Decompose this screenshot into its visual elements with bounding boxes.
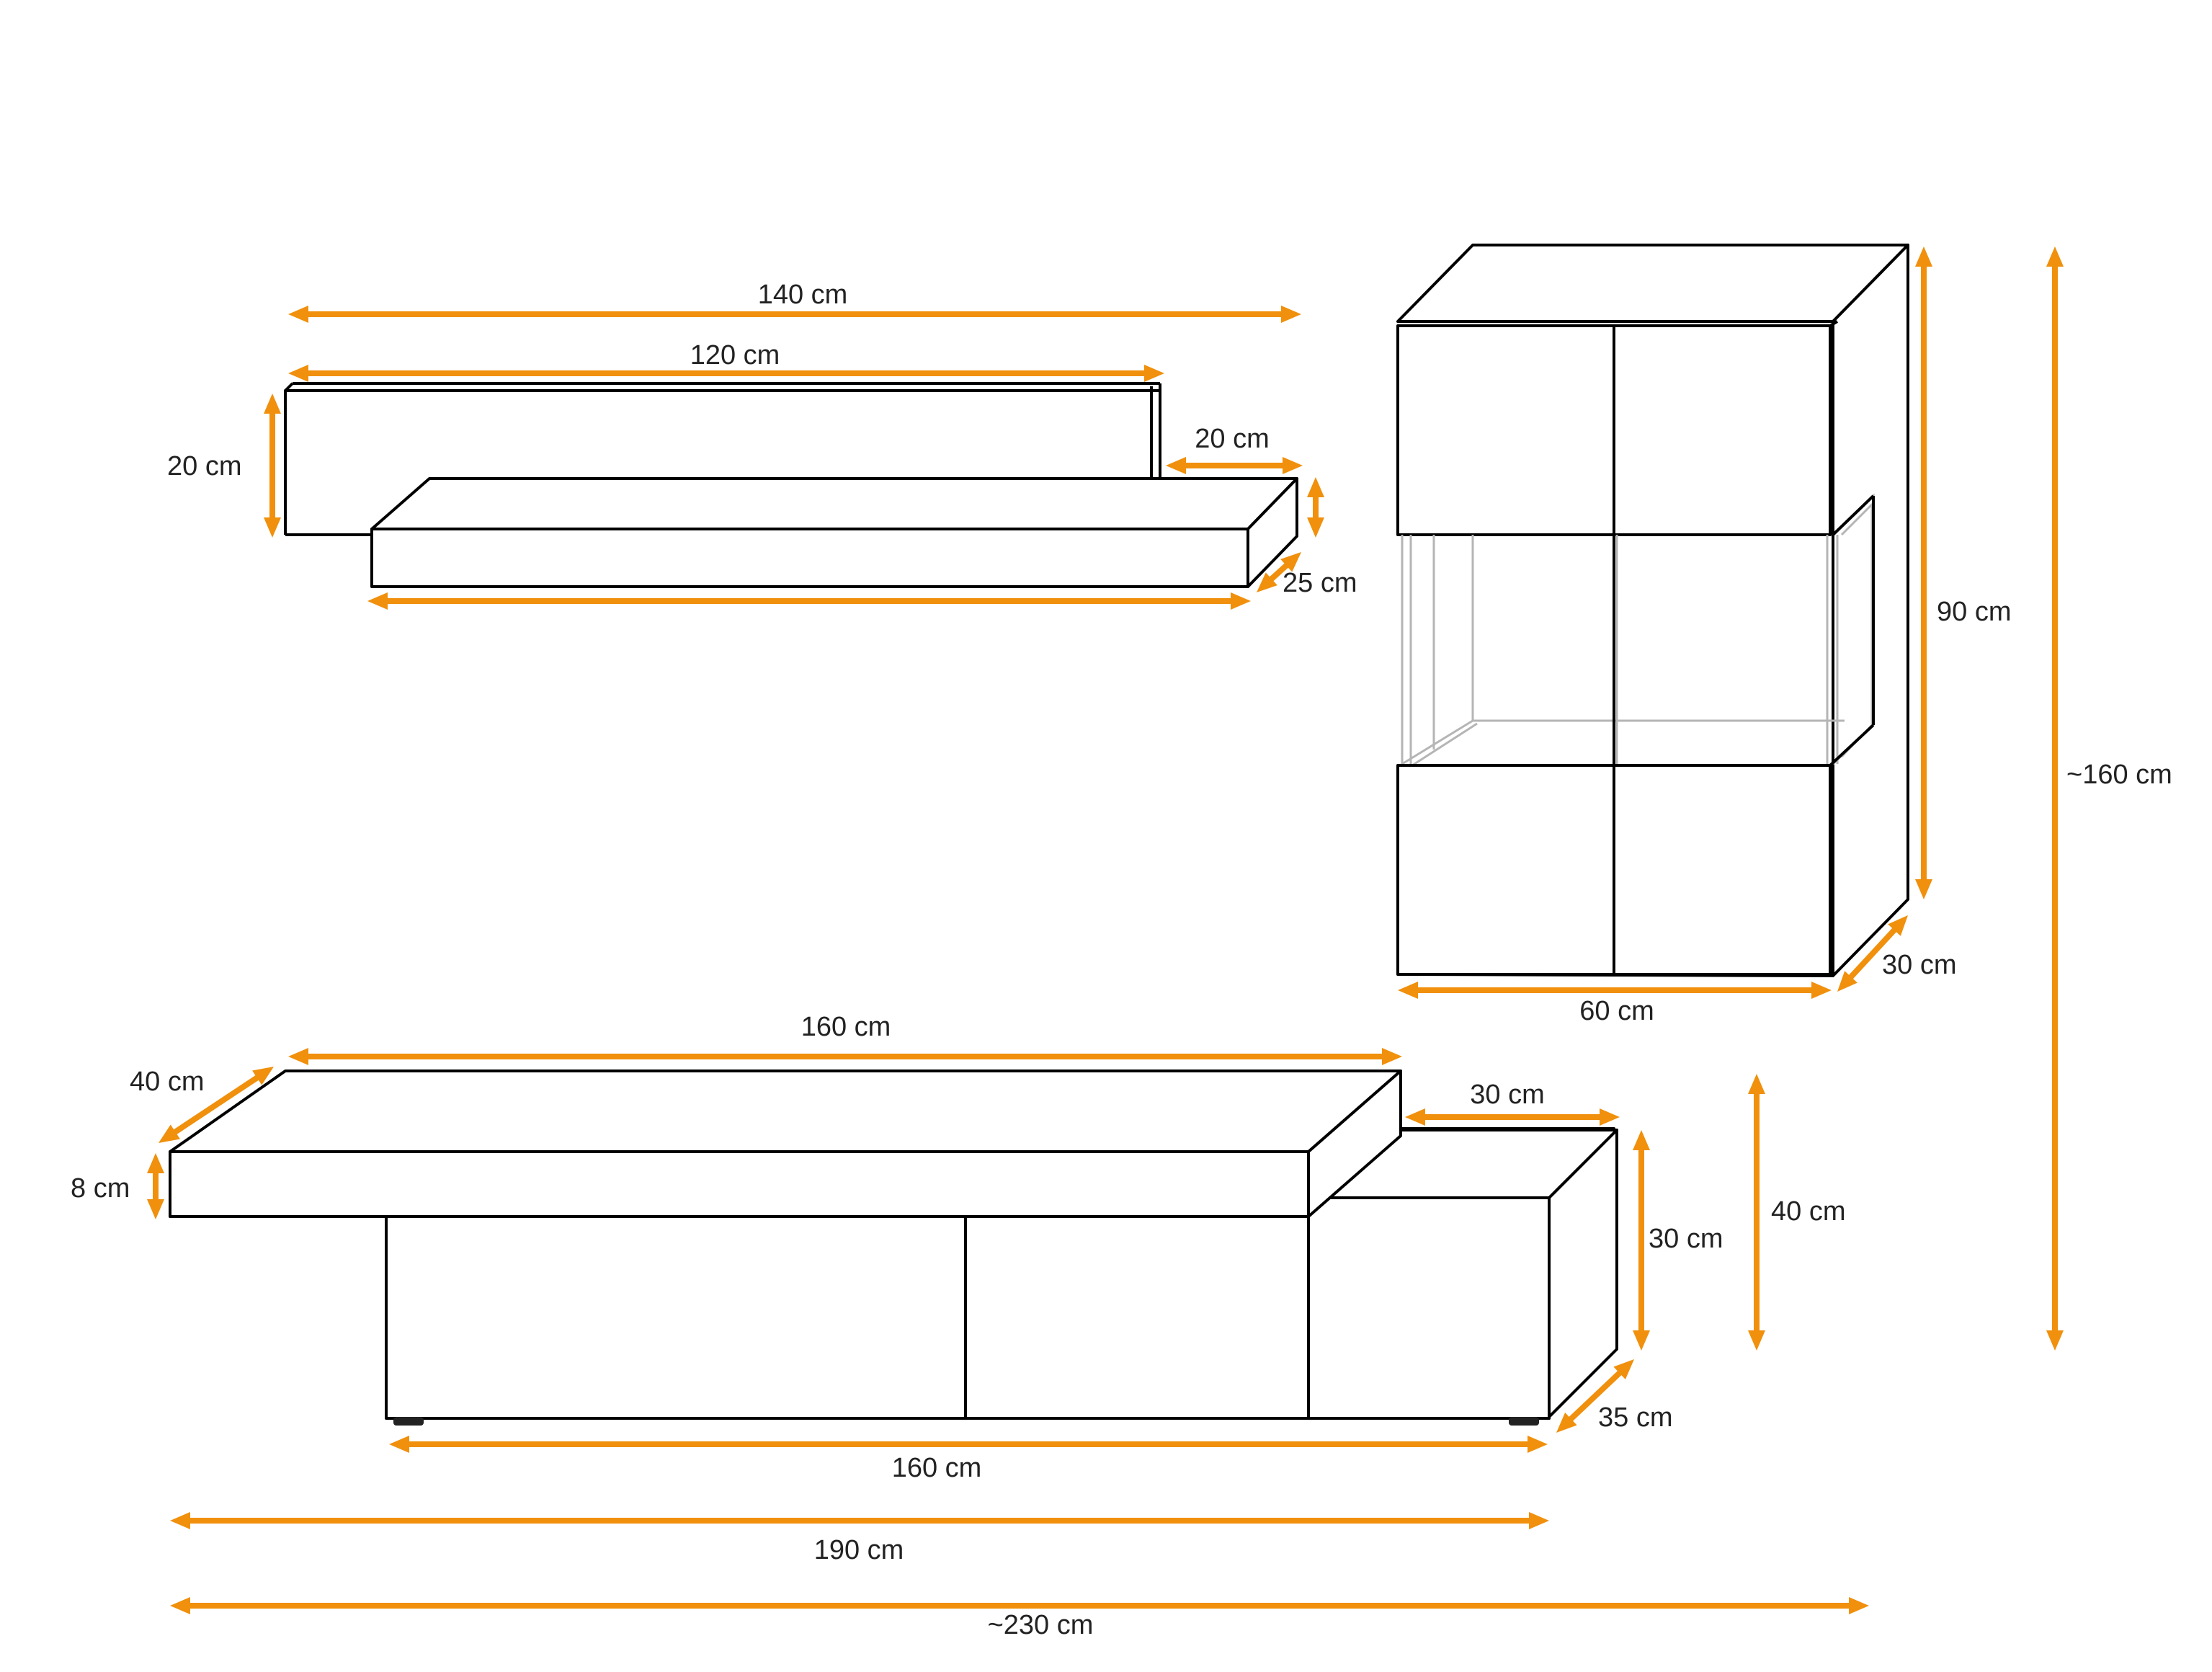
arrow-shelf-board-thickness [1307,477,1324,538]
arrow-shelf-overall-width [288,306,1301,323]
label-side-width: 30 cm [1470,1080,1544,1110]
label-shelf-height: 20 cm [167,451,241,481]
arrow-shelf-depth [1257,552,1301,592]
arrow-top-depth [159,1067,274,1143]
arrow-total-height [2046,246,2064,1351]
arrow-cabinet-depth [1837,915,1908,992]
wall-shelf-front-board [370,477,1298,588]
label-top-width: 160 cm [801,1012,891,1042]
lowboard [169,1070,1618,1426]
label-lowboard-depth: 35 cm [1598,1402,1672,1433]
label-combined-width: 190 cm [814,1535,904,1565]
label-side-height: 30 cm [1649,1224,1723,1254]
label-shelf-depth: 25 cm [1283,568,1357,598]
arrow-side-height [1633,1130,1650,1351]
arrow-side-width [1405,1108,1620,1126]
arrow-total-width [170,1597,1869,1614]
arrow-shelf-front-width [367,592,1251,610]
label-top-thickness: 8 cm [71,1173,130,1204]
dimension-arrows [147,246,2064,1614]
label-base-width: 160 cm [892,1453,982,1483]
arrow-combined-width [170,1512,1549,1529]
cabinet-glass-section [1401,493,1875,767]
arrow-base-width [389,1436,1548,1453]
label-total-height: ~160 cm [2066,760,2172,790]
label-top-depth: 40 cm [130,1067,204,1097]
arrow-shelf-back-width [288,365,1164,382]
label-lowboard-height: 40 cm [1771,1196,1845,1227]
label-shelf-back-width: 120 cm [690,340,780,370]
arrow-top-thickness [147,1153,164,1219]
arrow-lowboard-depth [1556,1359,1634,1433]
arrow-shelf-height [264,393,281,538]
arrow-top-width [288,1048,1402,1065]
wall-shelf-back-panel [284,382,1161,536]
arrow-shelf-offset [1166,457,1303,474]
lowboard-top [169,1070,1402,1153]
arrow-cabinet-width [1398,982,1832,999]
label-cabinet-depth: 30 cm [1882,950,1956,980]
dimension-labels: 140 cm 120 cm 20 cm 20 cm 25 cm 90 cm 60… [71,280,2172,1640]
label-shelf-overall-width: 140 cm [758,280,848,310]
arrow-cabinet-height [1915,246,1932,899]
label-total-width: ~230 cm [988,1610,1094,1640]
hanging-cabinet [1396,244,1909,977]
label-cabinet-height: 90 cm [1937,597,2011,627]
label-cabinet-width: 60 cm [1579,996,1654,1026]
label-shelf-offset: 20 cm [1195,424,1269,454]
arrow-lowboard-height [1748,1074,1765,1351]
